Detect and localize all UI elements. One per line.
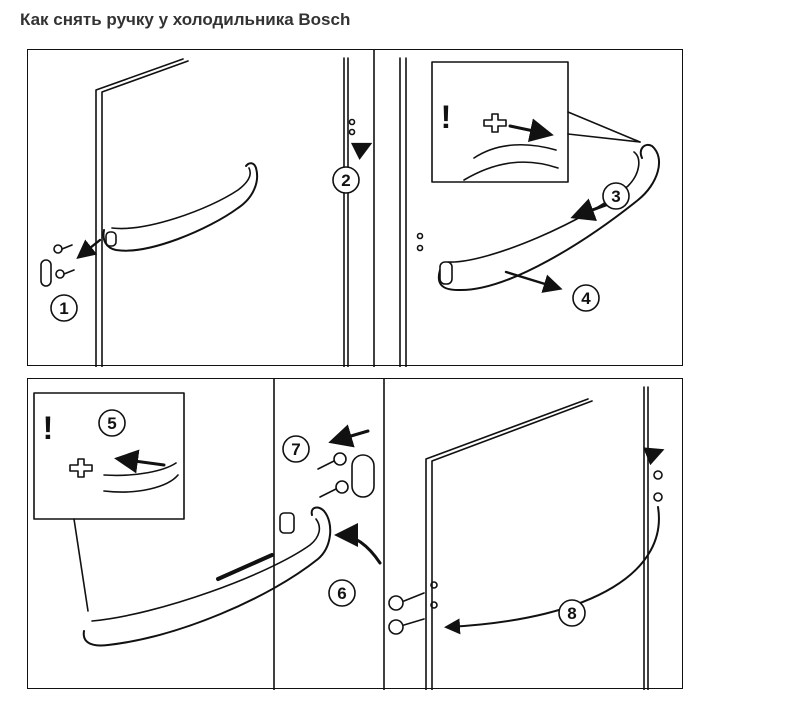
step-badge-5: 5 bbox=[98, 409, 126, 437]
top-diagram-panel: 1 2 3 4 ! bbox=[27, 49, 683, 367]
step-badge-3: 3 bbox=[602, 182, 630, 210]
step-number-2: 2 bbox=[341, 171, 350, 190]
step-badge-2: 2 bbox=[332, 166, 360, 194]
step-number-8: 8 bbox=[567, 604, 576, 623]
screws-new-position-icon bbox=[388, 506, 660, 635]
page-title: Как снять ручку у холодильника Bosch bbox=[20, 10, 351, 29]
step-badge-4: 4 bbox=[572, 284, 600, 312]
screws-removed-icon bbox=[40, 238, 102, 287]
step-badge-7: 7 bbox=[282, 435, 310, 463]
door-handle-illustration bbox=[102, 162, 258, 252]
handle-insert-illustration bbox=[82, 506, 332, 647]
bottom-diagram-panel: 5 6 7 8 ! bbox=[27, 378, 683, 690]
step-number-1: 1 bbox=[59, 299, 68, 318]
step-badge-1: 1 bbox=[50, 294, 78, 322]
detail-inset bbox=[431, 61, 641, 183]
fridge-door-open bbox=[425, 386, 665, 690]
step-number-3: 3 bbox=[611, 187, 620, 206]
step-number-7: 7 bbox=[291, 440, 300, 459]
fridge-door-front bbox=[95, 58, 189, 367]
warning-exclamation-icon: ! bbox=[441, 99, 452, 135]
step-badge-8: 8 bbox=[558, 599, 586, 627]
step-number-5: 5 bbox=[107, 414, 116, 433]
door-edge-right-scene bbox=[399, 57, 424, 367]
cabinet-edge bbox=[343, 57, 373, 367]
warning-exclamation-icon: ! bbox=[43, 410, 54, 446]
step-badge-6: 6 bbox=[328, 579, 356, 607]
step-number-4: 4 bbox=[581, 289, 591, 308]
step-number-6: 6 bbox=[337, 584, 346, 603]
screws-and-cap-icon bbox=[317, 424, 382, 565]
